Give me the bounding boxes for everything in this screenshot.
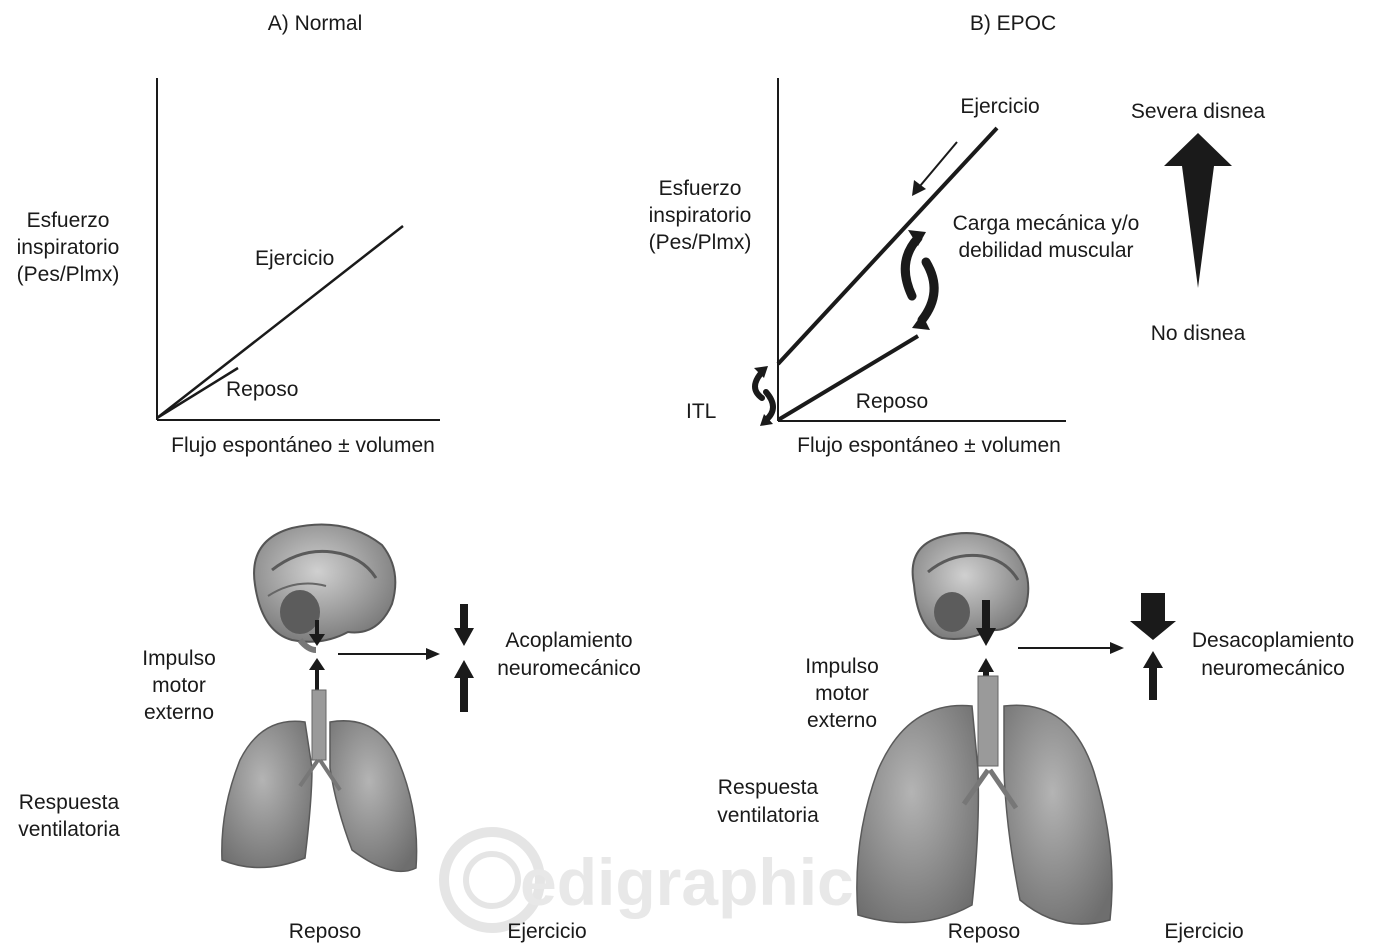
panel-b-y-label-1: Esfuerzo bbox=[659, 177, 742, 200]
lungs-illustration-right bbox=[857, 676, 1112, 924]
panel-b-shift-arrow bbox=[912, 142, 957, 196]
coupling-down-arrow-left bbox=[454, 604, 474, 646]
exercise-label-left: Ejercicio bbox=[507, 920, 586, 943]
panel-b-y-label-2: inspiratorio bbox=[649, 204, 752, 227]
response-label-left-2: ventilatoria bbox=[18, 818, 120, 841]
panel-a-title: A) Normal bbox=[268, 12, 363, 35]
exercise-label-right: Ejercicio bbox=[1164, 920, 1243, 943]
coupling-up-arrow-left bbox=[454, 660, 474, 712]
panel-a-rest-label: Reposo bbox=[226, 378, 298, 401]
response-label-right-2: ventilatoria bbox=[717, 804, 819, 827]
response-label-left-1: Respuesta bbox=[19, 791, 120, 814]
coupling-down-arrow-right bbox=[1130, 593, 1176, 640]
panel-a-y-label-3: (Pes/Plmx) bbox=[17, 263, 120, 286]
coupling-label-left-1: Acoplamiento bbox=[505, 629, 632, 652]
drive-label-left-2: motor bbox=[152, 674, 206, 697]
panel-a-exercise-label: Ejercicio bbox=[255, 247, 334, 270]
drive-to-coupling-arrow-left bbox=[338, 648, 440, 660]
coupling-label-right-2: neuromecánico bbox=[1201, 657, 1345, 680]
drive-label-right-2: motor bbox=[815, 682, 869, 705]
dyspnea-bottom-label: No disnea bbox=[1151, 322, 1246, 345]
coupling-label-right-1: Desacoplamiento bbox=[1192, 629, 1354, 652]
brain-illustration-right bbox=[913, 533, 1029, 639]
panel-a-y-label-1: Esfuerzo bbox=[27, 209, 110, 232]
rest-label-right: Reposo bbox=[948, 920, 1020, 943]
coupling-label-left-2: neuromecánico bbox=[497, 657, 641, 680]
drive-to-coupling-arrow-right bbox=[1018, 642, 1124, 654]
panel-a-y-label-2: inspiratorio bbox=[17, 236, 120, 259]
dyspnea-top-label: Severa disnea bbox=[1131, 100, 1266, 123]
panel-b-rest-label: Reposo bbox=[856, 390, 928, 413]
drive-label-left-1: Impulso bbox=[142, 647, 216, 670]
drive-label-right-1: Impulso bbox=[805, 655, 879, 678]
rest-label-left: Reposo bbox=[289, 920, 361, 943]
lungs-illustration-left bbox=[222, 690, 417, 871]
itl-label: ITL bbox=[686, 400, 716, 423]
drive-label-right-3: externo bbox=[807, 709, 877, 732]
dyspnea-scale-arrow bbox=[1164, 133, 1232, 288]
panel-a-x-label: Flujo espontáneo ± volumen bbox=[171, 434, 435, 457]
panel-b-y-label-3: (Pes/Plmx) bbox=[649, 231, 752, 254]
coupling-up-arrow-right bbox=[1143, 651, 1163, 700]
load-cycle-icon bbox=[905, 230, 934, 330]
panel-b-x-label: Flujo espontáneo ± volumen bbox=[797, 434, 1061, 457]
watermark-text: edigraphic.c bbox=[520, 845, 909, 919]
brain-illustration-left bbox=[254, 524, 395, 650]
load-label-2: debilidad muscular bbox=[958, 239, 1133, 262]
panel-b-title: B) EPOC bbox=[970, 12, 1056, 35]
response-label-right-1: Respuesta bbox=[718, 776, 819, 799]
drive-label-left-3: externo bbox=[144, 701, 214, 724]
brain-up-arrow-left bbox=[309, 658, 325, 690]
load-label-1: Carga mecánica y/o bbox=[953, 212, 1140, 235]
watermark: edigraphic.c bbox=[444, 832, 909, 928]
panel-b-exercise-label: Ejercicio bbox=[960, 95, 1039, 118]
itl-cycle-icon bbox=[754, 366, 773, 426]
